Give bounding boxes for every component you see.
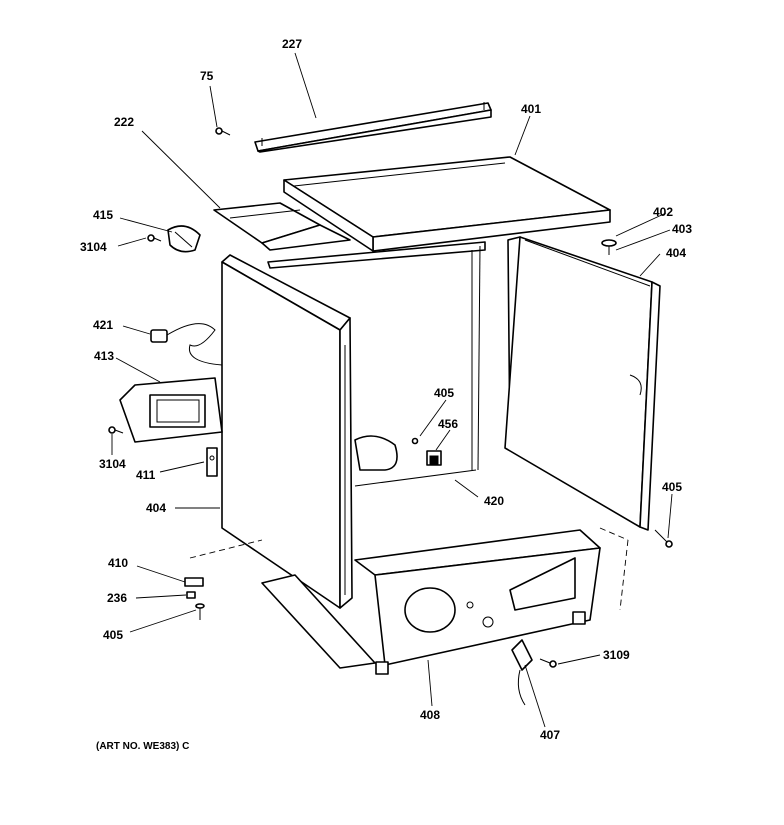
part-3104-screw-upper [147, 234, 162, 242]
label-403: 403 [672, 222, 692, 236]
part-402-glide [601, 239, 617, 255]
part-227-top-rail [254, 102, 492, 153]
label-410: 410 [108, 556, 128, 570]
part-3109-screw [539, 658, 557, 668]
label-413: 413 [94, 349, 114, 363]
assembly-dashed-lines [189, 527, 629, 611]
label-407: 407 [540, 728, 560, 742]
part-3104-screw-lower [108, 426, 124, 434]
label-75: 75 [200, 69, 214, 83]
label-227: 227 [282, 37, 302, 51]
part-404-right-side-panel [504, 236, 661, 531]
label-456: 456 [438, 417, 458, 431]
part-405-screw-right [654, 529, 673, 548]
part-75-screw [215, 127, 231, 136]
label-3104-upper: 3104 [80, 240, 107, 254]
part-408-base-panel [261, 529, 601, 675]
label-420: 420 [484, 494, 504, 508]
label-3104-lower: 3104 [99, 457, 126, 471]
label-401: 401 [521, 102, 541, 116]
part-404-left-side-panel [221, 254, 398, 609]
label-405-right: 405 [662, 480, 682, 494]
label-415: 415 [93, 208, 113, 222]
label-404-left: 404 [146, 501, 166, 515]
part-413-access-cover [119, 377, 223, 443]
leader-lines [111, 52, 673, 728]
part-236-nut [186, 591, 196, 599]
label-222: 222 [114, 115, 134, 129]
label-405-center: 405 [434, 386, 454, 400]
label-421: 421 [93, 318, 113, 332]
label-405-lower: 405 [103, 628, 123, 642]
part-456-clip [426, 450, 442, 466]
part-415-cover-plate [167, 225, 201, 253]
part-421-power-cord [150, 323, 223, 366]
label-236: 236 [107, 591, 127, 605]
label-408: 408 [420, 708, 440, 722]
part-405-screw-center [411, 437, 419, 445]
part-401-top-panel [283, 156, 611, 252]
part-411-bracket [206, 447, 218, 477]
cabinet-rear-panel [267, 241, 486, 487]
part-405-leg-lower [195, 603, 205, 620]
label-411: 411 [136, 468, 156, 482]
part-410-leg-bracket [184, 577, 204, 587]
label-404-right: 404 [666, 246, 686, 260]
label-402: 402 [653, 205, 673, 219]
label-3109: 3109 [603, 648, 630, 662]
part-407-harness [511, 639, 533, 706]
part-222-rear-bracket [213, 202, 351, 251]
art-number-caption: (ART NO. WE383) C [96, 741, 189, 752]
